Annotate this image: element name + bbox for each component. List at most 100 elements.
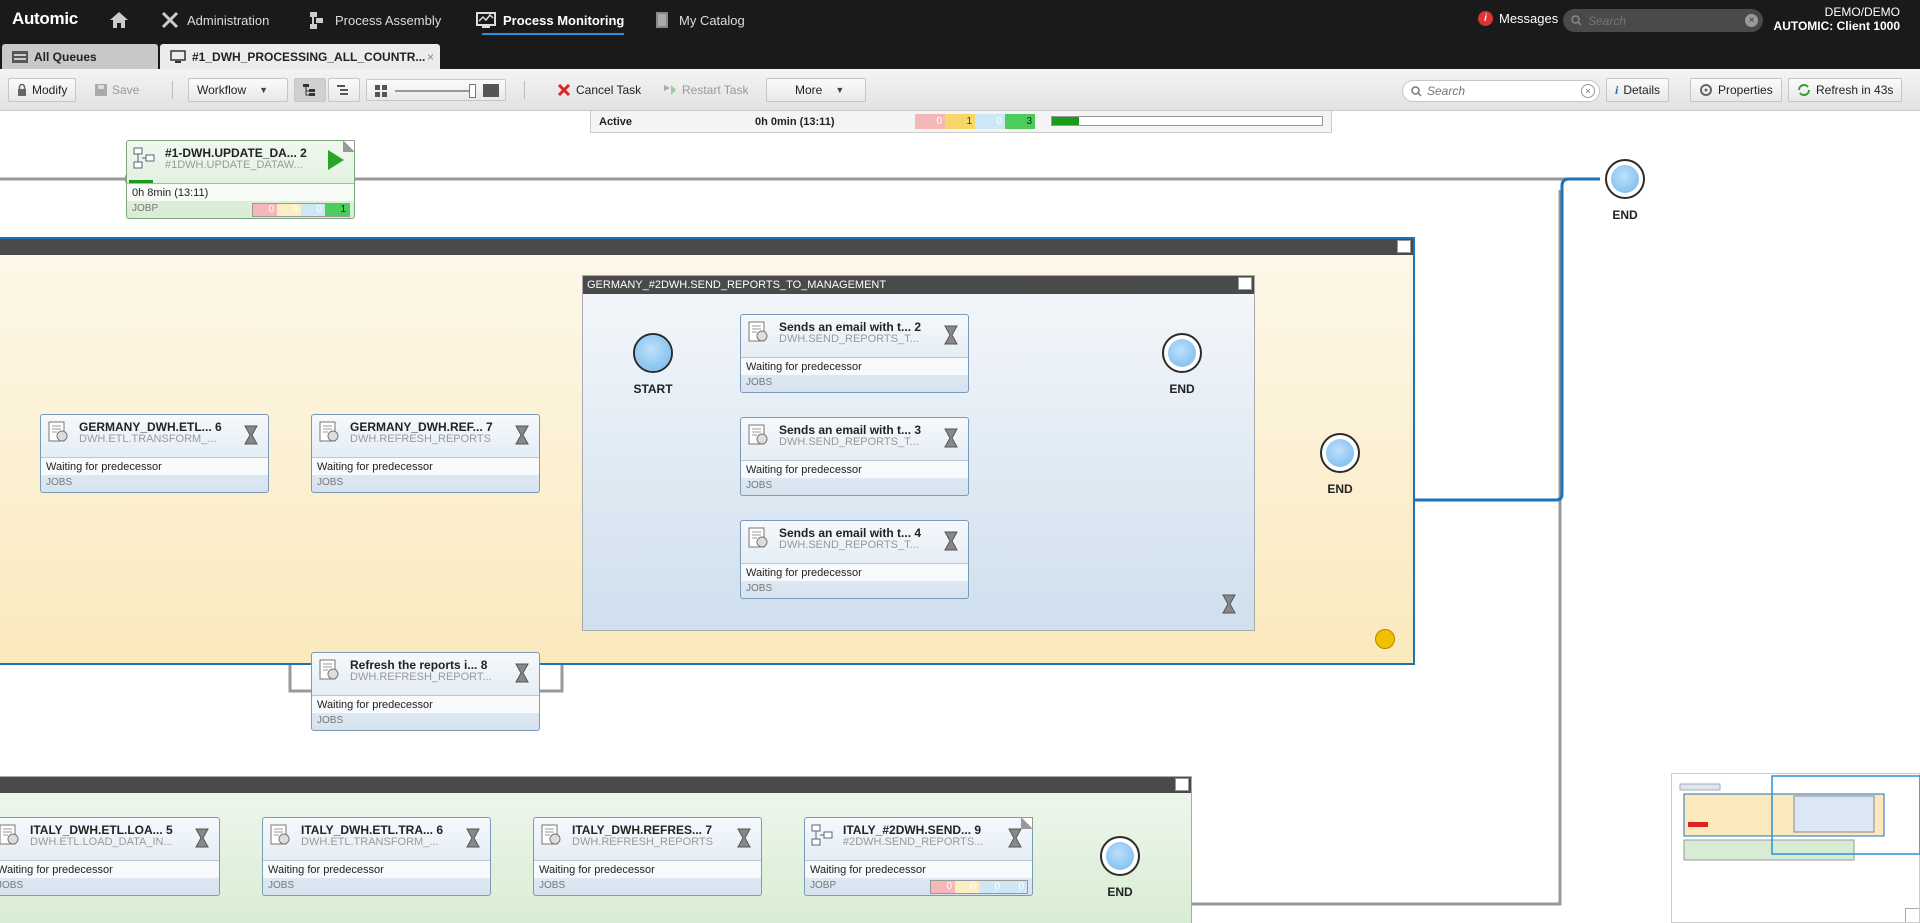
workflow-canvas[interactable]: GERMANY_#2DWH.SEND_REPORTS_TO_MANAGEMENT… [0,111,1920,923]
collapse-group-icon[interactable] [1238,277,1252,290]
task-status: Waiting for predecessor [805,860,1032,878]
messages-button[interactable]: i Messages [1478,11,1558,26]
task-node-italy-load[interactable]: ITALY_DWH.ETL.LOA... 5 DWH.ETL.LOAD_DATA… [0,817,220,896]
tree-view-icon [303,84,315,96]
wrench-cross-icon [161,11,179,29]
workflow-search-input[interactable] [1427,84,1577,98]
job-icon [0,824,19,845]
monitor-icon [170,49,186,63]
minimap-preview [1679,775,1920,861]
expand-node-icon[interactable] [1021,817,1033,829]
close-tab-icon[interactable]: × [426,49,434,64]
user-menu[interactable]: DEMO/DEMO AUTOMIC: Client 1000 [1774,5,1900,33]
zoom-thumb[interactable] [469,84,476,98]
task-node-germany-etl[interactable]: GERMANY_DWH.ETL... 6 DWH.ETL.TRANSFORM_.… [40,414,269,493]
task-status: Waiting for predecessor [741,357,968,375]
end-node-subgroup[interactable] [1162,333,1202,373]
zoom-slider[interactable] [366,79,506,101]
tab-workflow-label: #1_DWH_PROCESSING_ALL_COUNTR... [192,49,426,64]
modify-button[interactable]: Modify [8,78,77,102]
restart-task-button[interactable]: Restart Task [654,78,757,102]
hourglass-icon [195,828,209,848]
task-node-italy-refresh[interactable]: ITALY_DWH.REFRES... 7 DWH.REFRESH_REPORT… [533,817,762,896]
tree-view-toggle[interactable] [294,78,326,102]
list-view-toggle[interactable] [328,78,360,102]
end-node-italy[interactable] [1100,836,1140,876]
nav-administration[interactable]: Administration [160,0,269,40]
tab-all-queues-label: All Queues [34,49,97,64]
job-icon [319,421,339,442]
resize-handle-icon[interactable] [1905,908,1919,922]
task-node-update-datawarehouse[interactable]: #1-DWH.UPDATE_DA... 2 #1DWH.UPDATE_DATAW… [126,140,355,219]
task-object-name: DWH.ETL.TRANSFORM_... [79,433,217,445]
task-node-germany-refresh[interactable]: GERMANY_DWH.REF... 7 DWH.REFRESH_REPORTS… [311,414,540,493]
count-waiting: 0 [301,204,325,216]
end-label: END [1327,482,1353,496]
info-icon: i [1615,82,1619,97]
count-warning: 0 [277,204,301,216]
automic-logo[interactable]: Automic [12,9,78,28]
save-button[interactable]: Save [86,78,148,102]
task-node-send-email-4[interactable]: Sends an email with t... 4 DWH.SEND_REPO… [740,520,969,599]
zoom-track[interactable] [395,90,475,92]
germany-group-header [0,239,1413,255]
start-label: START [633,382,673,396]
tab-workflow-monitor[interactable]: #1_DWH_PROCESSING_ALL_COUNTR... × [160,44,440,69]
more-button[interactable]: More ▼ [766,78,866,102]
end-node-main[interactable] [1605,159,1645,199]
workflow-search-box[interactable]: × [1402,80,1600,102]
workflow-minimap[interactable] [1671,773,1920,923]
collapse-group-icon[interactable] [1397,240,1411,253]
task-node-germany-refresh-reports[interactable]: Refresh the reports i... 8 DWH.REFRESH_R… [311,652,540,731]
list-view-icon [337,85,348,95]
search-icon [1571,15,1582,26]
properties-button[interactable]: Properties [1690,78,1782,102]
collapse-group-icon[interactable] [1175,778,1189,791]
view-select[interactable]: Workflow ▼ [188,78,288,102]
task-title: GERMANY_DWH.ETL... 6 [79,420,222,434]
task-object-name: #2DWH.SEND_REPORTS... [843,836,984,848]
count-warning: 1 [945,114,975,129]
workflow-progress-fill [1052,117,1079,125]
task-node-send-email-3[interactable]: Sends an email with t... 3 DWH.SEND_REPO… [740,417,969,496]
expand-node-icon[interactable] [343,140,355,152]
details-label: Details [1623,83,1661,97]
subgroup-header: GERMANY_#2DWH.SEND_REPORTS_TO_MANAGEMENT [583,276,1254,294]
refresh-button[interactable]: Refresh in 43s [1788,78,1903,102]
task-title: ITALY_DWH.ETL.LOA... 5 [30,823,173,837]
task-title: Sends an email with t... 2 [779,320,922,334]
italy-group-header [0,777,1191,793]
user-client: AUTOMIC: Client 1000 [1773,19,1900,33]
nav-my-catalog[interactable]: My Catalog [652,0,745,40]
hourglass-icon [515,663,529,683]
count-warning: 0 [955,881,979,893]
task-node-send-email-2[interactable]: Sends an email with t... 2 DWH.SEND_REPO… [740,314,969,393]
job-icon [541,824,561,845]
hourglass-icon [1222,594,1236,614]
task-object-name: DWH.SEND_REPORTS_T... [779,436,919,448]
clear-search-icon[interactable]: × [1581,84,1595,98]
breakpoint-icon[interactable] [1375,629,1395,649]
end-node-germany[interactable] [1320,433,1360,473]
cancel-task-button[interactable]: Cancel Task [548,78,650,102]
task-type: JOBS [539,880,566,891]
task-node-italy-send-reports[interactable]: ITALY_#2DWH.SEND... 9 #2DWH.SEND_REPORTS… [804,817,1033,896]
task-status: Waiting for predecessor [0,860,219,878]
clear-search-icon[interactable]: × [1745,14,1758,27]
global-search-input[interactable] [1588,13,1738,28]
hourglass-icon [944,531,958,551]
task-type: JOBS [746,480,773,491]
nav-process-monitoring[interactable]: Process Monitoring [476,0,625,40]
restart-task-label: Restart Task [682,83,749,97]
nav-process-assembly[interactable]: Process Assembly [308,0,441,40]
hourglass-icon [944,428,958,448]
process-assembly-icon [310,12,323,29]
task-progress-bar [129,180,153,183]
home-icon[interactable] [108,9,130,31]
end-label: END [1169,382,1195,396]
global-search-box[interactable]: × [1563,9,1763,32]
details-button[interactable]: i Details [1606,78,1670,102]
start-node[interactable] [633,333,673,373]
tab-all-queues[interactable]: All Queues [2,44,158,69]
task-node-italy-transform[interactable]: ITALY_DWH.ETL.TRA... 6 DWH.ETL.TRANSFORM… [262,817,491,896]
